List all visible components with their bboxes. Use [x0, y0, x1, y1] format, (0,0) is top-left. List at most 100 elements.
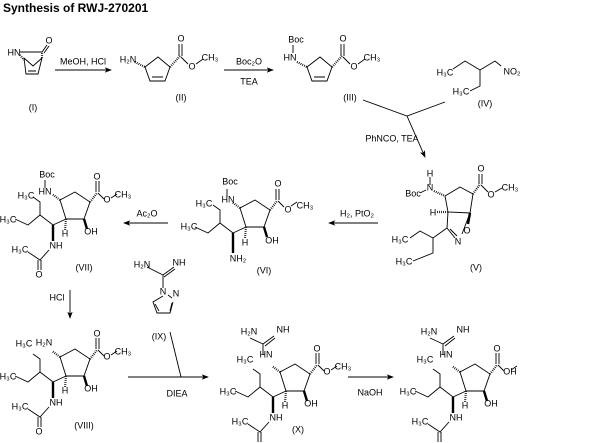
atom-label: OH	[84, 226, 98, 236]
compound-i: HN O (I)	[8, 35, 53, 112]
compound-label: (VII)	[76, 262, 93, 272]
atom-label: O	[45, 35, 52, 45]
compound-vi: Boc HN H₃C H₃C O O CH₃ H OH NH₂ (VI)	[181, 176, 314, 275]
atom-label: H₃C	[453, 86, 470, 96]
atom-label: HN	[222, 194, 235, 204]
atom-label: OH	[503, 366, 517, 376]
atom-label: H₂N	[421, 326, 438, 336]
reagent-label: Ac₂O	[137, 208, 158, 218]
atom-label: HN	[260, 349, 273, 359]
atom-label: H₃C	[12, 401, 29, 411]
atom-label: O	[323, 366, 330, 376]
atom-label: OH	[484, 398, 498, 408]
atom-label: Boc	[222, 176, 238, 186]
atom-label: H	[242, 237, 249, 247]
atom-label: O	[350, 61, 357, 71]
compound-ii: H₂N O O CH₃ (II)	[120, 33, 219, 102]
atom-label: NH	[50, 397, 63, 407]
atom-label: H₃C	[181, 221, 198, 231]
atom-label: HN	[39, 186, 52, 196]
reaction-arrow-6: HCl	[50, 290, 73, 319]
atom-label: NH₂	[230, 253, 247, 263]
atom-label: H₃C	[16, 338, 33, 348]
atom-label: O	[284, 204, 291, 214]
atom-label: Boc	[405, 188, 421, 198]
reagent-label: HCl	[50, 292, 65, 302]
atom-label: H₂N	[120, 54, 137, 64]
reaction-arrow-7: DIEA	[128, 331, 209, 398]
atom-label: OH	[304, 398, 318, 408]
atom-label: N	[455, 236, 462, 246]
atom-label: O	[339, 33, 346, 43]
atom-label: H₃C	[400, 386, 417, 396]
atom-label: H	[462, 400, 469, 410]
atom-label: N	[427, 182, 434, 192]
compound-label: (IX)	[152, 331, 167, 341]
atom-label: H₃C	[237, 354, 254, 364]
atom-label: H₃C	[417, 354, 434, 364]
atom-label: CH₃	[364, 52, 381, 62]
compound-vii: Boc HN H₃C H₃C O O CH₃ H OH NH H₃C O (VI…	[0, 169, 132, 279]
compound-viii: H₂N H₃C H₃C O O CH₃ H OH NH H₃C O (VIII)	[0, 328, 132, 436]
atom-label: H₂N	[241, 326, 258, 336]
reaction-arrow-1: MeOH, HCl	[55, 56, 112, 73]
reagent-label: PhNCO, TEA	[365, 133, 418, 143]
atom-label: O	[177, 33, 184, 43]
compound-x: H₂N NH HN H₃C H₃C O O CH₃ H OH NH H₃C O …	[220, 324, 352, 443]
atom-label: NH	[450, 412, 463, 422]
reaction-arrow-4: H₂, PtO₂	[328, 208, 378, 226]
atom-label: NO₂	[504, 66, 522, 76]
reagent-label: DIEA	[166, 388, 187, 398]
atom-label: HN	[8, 47, 21, 57]
atom-label: CH₃	[202, 52, 219, 62]
atom-label: O	[313, 343, 320, 353]
atom-label: H₂N	[36, 337, 53, 347]
atom-label: H	[430, 207, 437, 217]
atom-label: HN	[440, 349, 453, 359]
compound-label: (V)	[470, 262, 482, 272]
atom-label: H₃C	[220, 386, 237, 396]
atom-label: CH₃	[115, 189, 132, 199]
atom-label: H	[427, 168, 434, 178]
atom-label: O	[477, 163, 484, 173]
atom-label: Boc	[288, 34, 304, 44]
compound-final-rwj-270201: H₂N NH HN H₃C H₃C O OH H OH NH H₃C O	[400, 324, 519, 443]
reaction-arrow-8: NaOH	[348, 374, 394, 397]
atom-label: Boc	[39, 169, 55, 179]
atom-label: O	[188, 61, 195, 71]
compound-iv: H₃C NO₂ H₃C (IV)	[437, 60, 522, 108]
atom-label: H₃C	[196, 198, 213, 208]
compound-label: (VI)	[257, 265, 272, 275]
atom-label: O	[487, 189, 494, 199]
atom-label: H₃C	[412, 416, 429, 426]
atom-label: O	[103, 194, 110, 204]
atom-label: H	[282, 400, 289, 410]
atom-label: H₃C	[0, 214, 17, 224]
atom-label: NH	[50, 240, 63, 250]
reaction-arrow-5: Ac₂O	[123, 208, 168, 226]
compound-v: Boc H N O O CH₃ H N O H₃C H₃C (V)	[392, 163, 519, 272]
atom-label: H₃C	[392, 234, 409, 244]
atom-label: H	[62, 385, 69, 395]
atom-label: O	[255, 441, 262, 443]
reaction-arrow-2: Boc₂O TEA	[224, 56, 274, 86]
atom-label: H₃C	[12, 244, 29, 254]
atom-label: NH	[270, 412, 283, 422]
compound-label: (IV)	[478, 98, 493, 108]
atom-label: H₃C	[396, 256, 413, 266]
atom-label: H₃C	[18, 190, 35, 200]
atom-label: OH	[265, 235, 279, 245]
reagent-label: MeOH, HCl	[60, 56, 106, 66]
atom-label: CH₃	[115, 346, 132, 356]
atom-label: HN	[284, 52, 297, 62]
atom-label: O	[493, 343, 500, 353]
atom-label: H	[62, 228, 69, 238]
compound-label: (II)	[176, 92, 187, 102]
compound-ix: H₂N NH N N (IX)	[134, 257, 186, 341]
atom-label: H₃C	[232, 416, 249, 426]
atom-label: O	[463, 225, 470, 235]
atom-label: O	[103, 351, 110, 361]
reagent-label: Boc₂O	[236, 56, 262, 66]
atom-label: O	[93, 328, 100, 338]
atom-label: O	[35, 269, 42, 279]
